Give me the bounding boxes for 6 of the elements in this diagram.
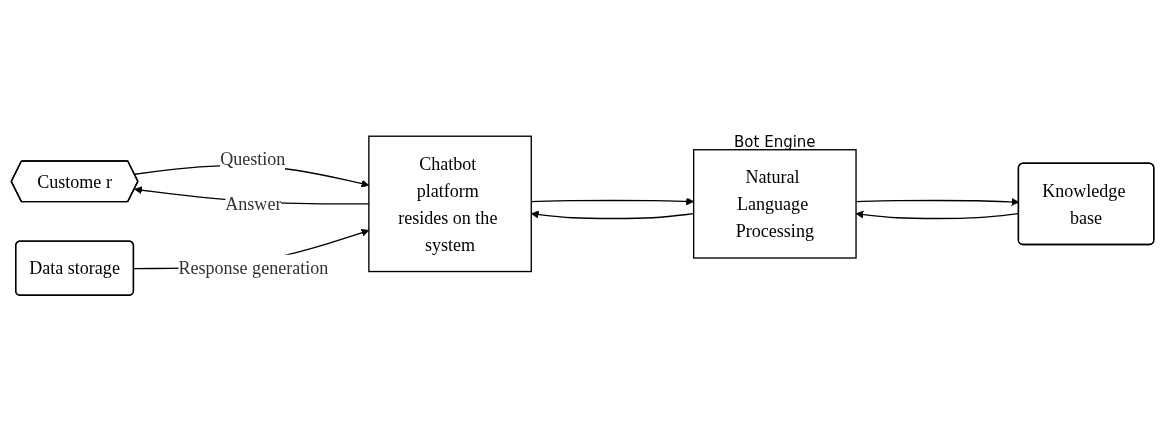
- node-box: Natural Language Processing: [692, 148, 857, 259]
- node-caption: Bot Engine: [734, 132, 816, 151]
- node-box: Chatbot platform resides on the system: [368, 135, 532, 272]
- edge-label: Question: [220, 148, 286, 169]
- edge-label: Answer: [225, 193, 282, 214]
- edge-label: Response generation: [178, 258, 329, 278]
